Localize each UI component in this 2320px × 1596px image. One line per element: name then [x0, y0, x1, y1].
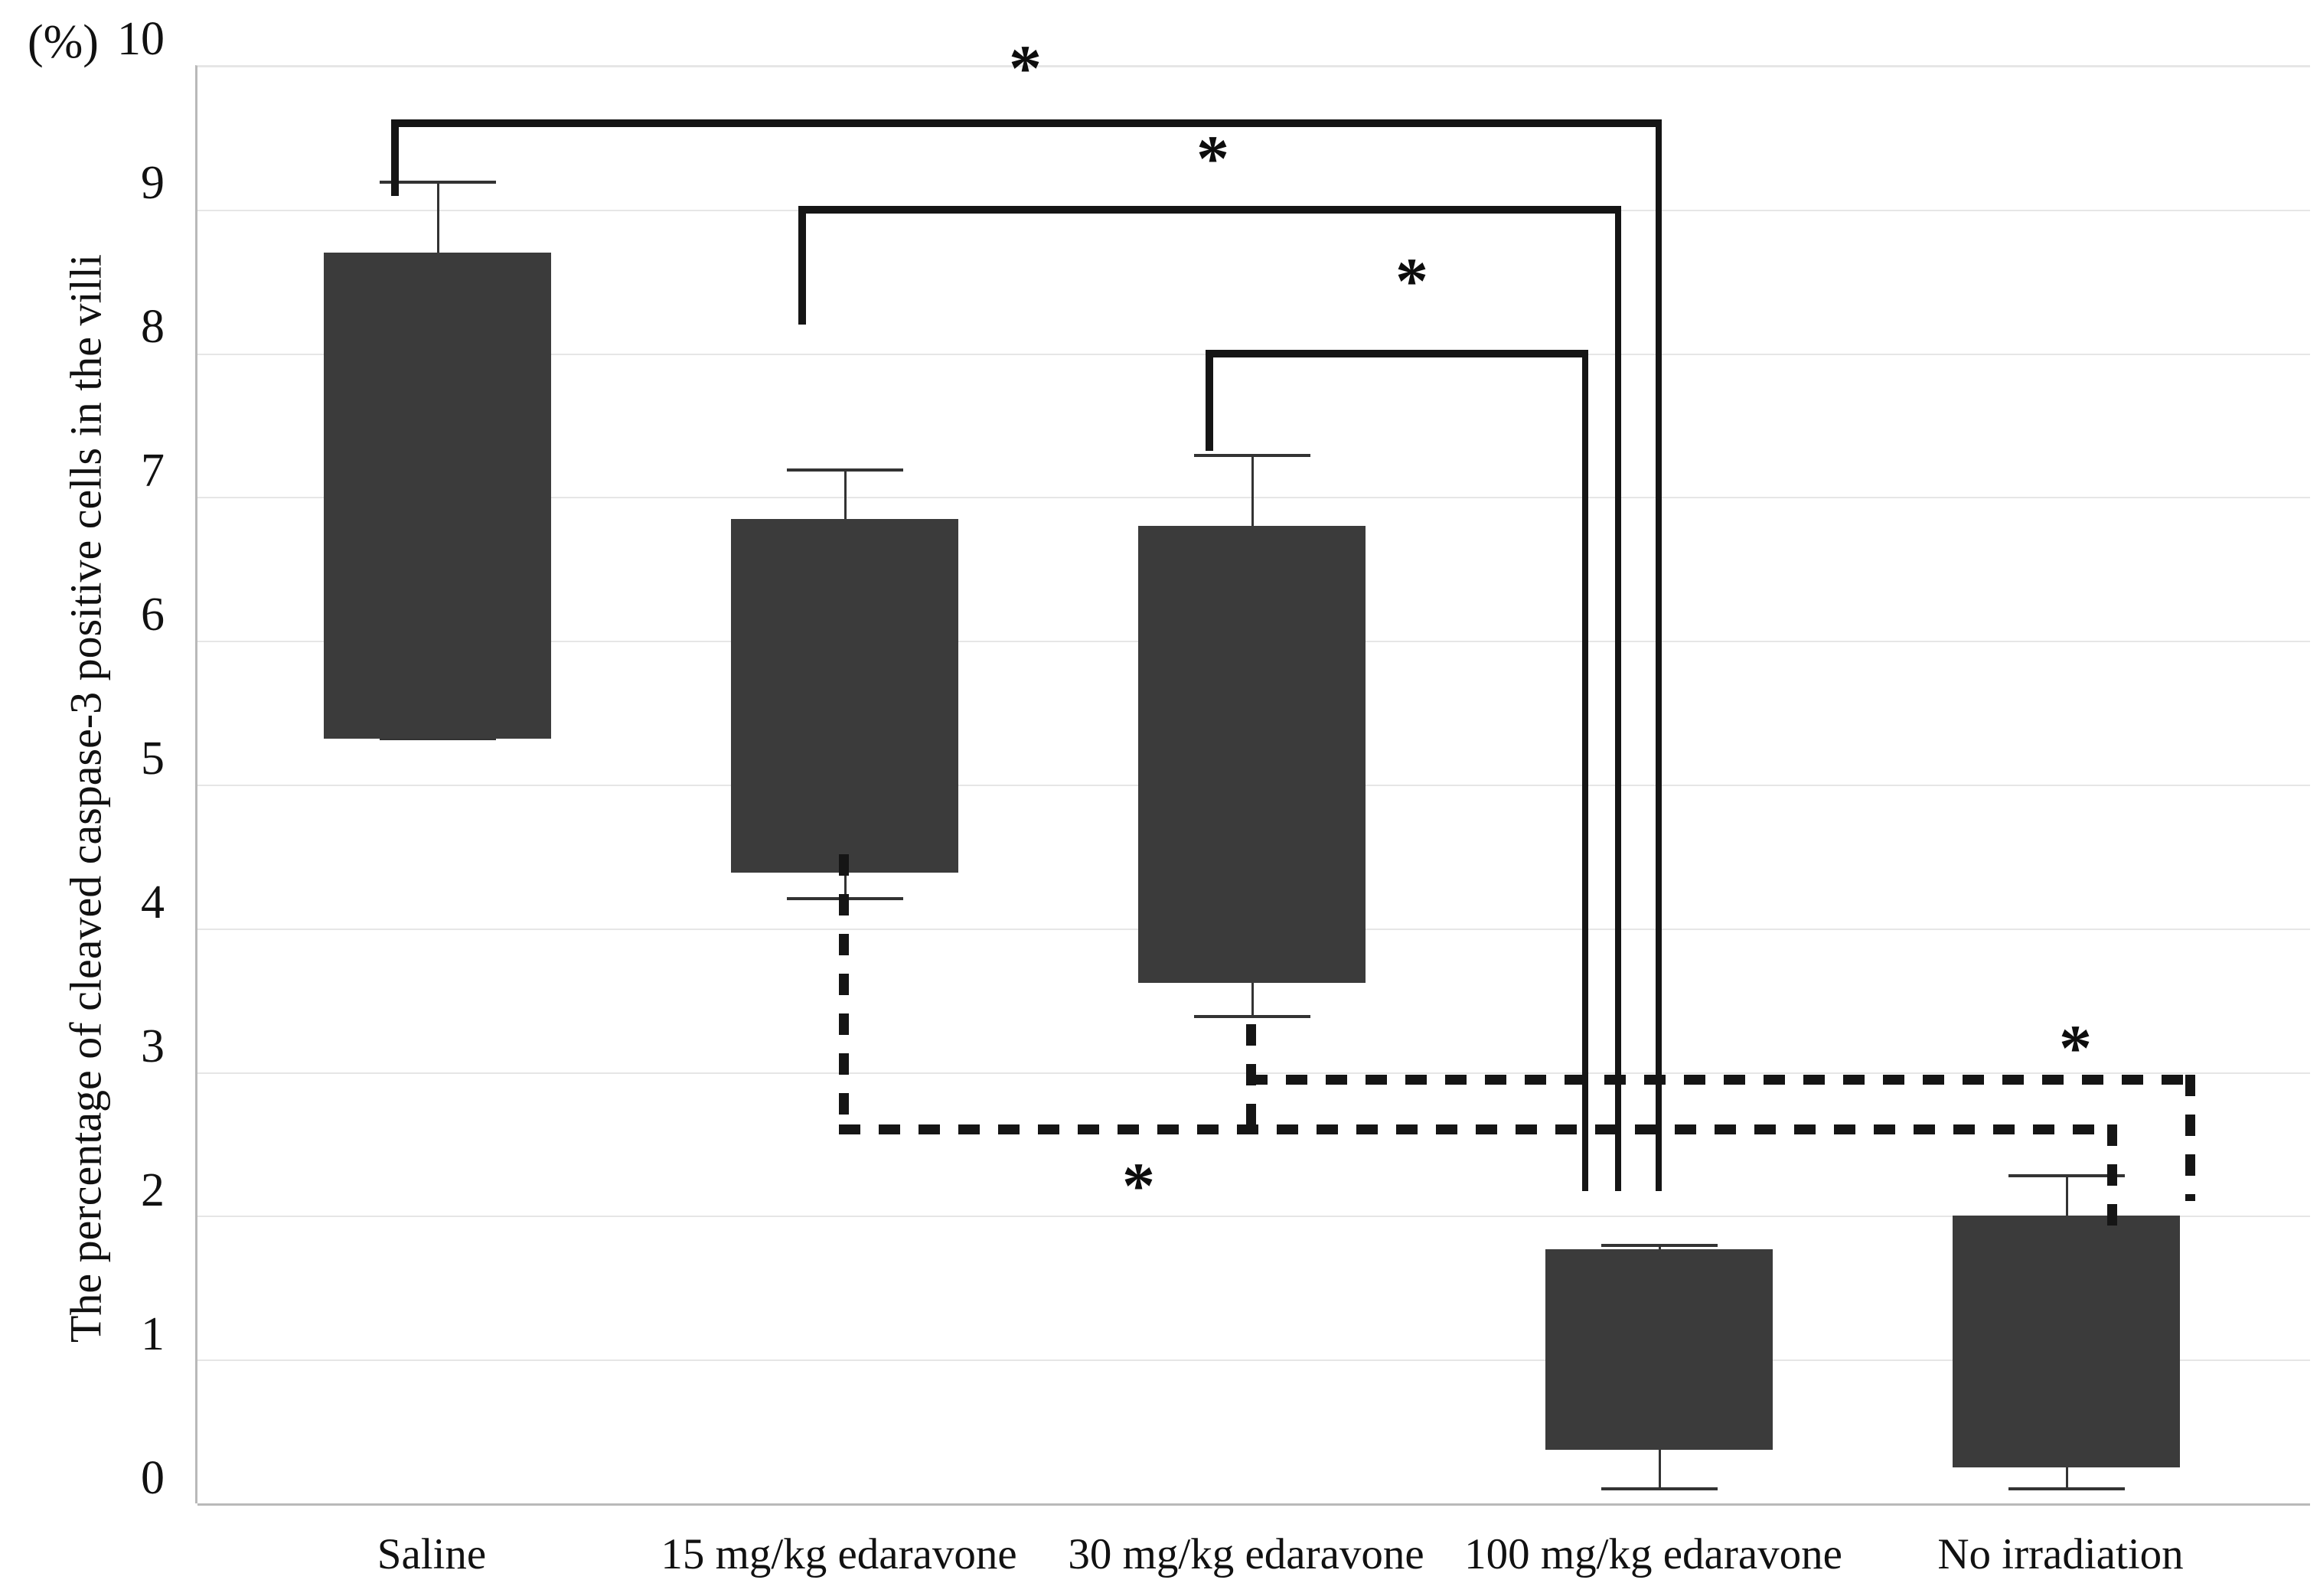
- significance-dashed-a-right-leg: [2107, 1124, 2117, 1232]
- x-tick-100mg: 100 mg/kg edaravone: [1464, 1530, 1842, 1578]
- error-cap-low-noirr: [2008, 1487, 2125, 1490]
- y-tick-4: 4: [141, 876, 165, 929]
- y-tick-5: 5: [141, 733, 165, 785]
- y-tick-3: 3: [141, 1020, 165, 1072]
- significance-asterisk-5: *: [2059, 1011, 2092, 1085]
- x-tick-no-irradiation: No irradiation: [1937, 1530, 2184, 1578]
- y-tick-1: 1: [141, 1308, 165, 1360]
- error-cap-high-15mg: [787, 468, 903, 472]
- error-cap-high-noirr: [2008, 1174, 2125, 1177]
- x-axis-line: [197, 1503, 2310, 1506]
- x-tick-saline: Saline: [377, 1530, 487, 1578]
- y-tick-9: 9: [141, 157, 165, 209]
- bar-saline[interactable]: [324, 253, 551, 739]
- significance-asterisk-2: *: [1196, 122, 1229, 195]
- x-tick-15mg: 15 mg/kg edaravone: [661, 1530, 1017, 1578]
- significance-bracket-3-top: [1206, 350, 1588, 357]
- error-cap-high-100mg: [1601, 1244, 1718, 1247]
- error-cap-high-saline: [380, 181, 496, 184]
- y-tick-7: 7: [141, 445, 165, 497]
- y-axis-title-holder: The percentage of cleaved caspase-3 posi…: [61, 0, 111, 1596]
- gridline-2: [197, 1216, 2310, 1217]
- significance-asterisk-3: *: [1395, 244, 1428, 318]
- y-axis-title: The percentage of cleaved caspase-3 posi…: [60, 253, 111, 1343]
- significance-bracket-2-top: [798, 206, 1621, 214]
- significance-bracket-2-right-leg: [1615, 206, 1621, 1191]
- y-tick-10: 10: [117, 13, 165, 65]
- plot-area: * * * * *: [195, 35, 2310, 1506]
- significance-bracket-3-left-leg: [1206, 350, 1213, 451]
- significance-dashed-b-top: [1246, 1075, 2195, 1085]
- significance-bracket-1-top: [391, 119, 1662, 127]
- error-cap-high-30mg: [1194, 454, 1310, 457]
- bar-15mg-edaravone[interactable]: [731, 519, 958, 873]
- error-cap-low-100mg: [1601, 1487, 1718, 1490]
- y-tick-2: 2: [141, 1164, 165, 1216]
- error-cap-low-saline: [380, 737, 496, 740]
- significance-dashed-b-right-leg: [2185, 1075, 2195, 1201]
- bar-no-irradiation[interactable]: [1953, 1216, 2180, 1467]
- significance-bracket-2-left-leg: [798, 206, 806, 325]
- significance-dashed-a-left-leg: [839, 854, 849, 1134]
- significance-bracket-3-right-leg: [1582, 350, 1588, 1191]
- significance-asterisk-1: *: [1009, 31, 1042, 105]
- significance-bracket-1-right-leg: [1656, 119, 1662, 1191]
- error-cap-low-30mg: [1194, 1015, 1310, 1018]
- gridline-1: [197, 1359, 2310, 1361]
- bar-100mg-edaravone[interactable]: [1545, 1249, 1773, 1450]
- y-tick-8: 8: [141, 301, 165, 353]
- significance-dashed-a-top: [839, 1124, 2117, 1134]
- bar-30mg-edaravone[interactable]: [1138, 526, 1366, 983]
- y-axis-unit-label: (%): [28, 16, 99, 68]
- significance-bracket-1-left-leg: [391, 119, 399, 196]
- gridline-7: [197, 497, 2310, 498]
- x-tick-30mg: 30 mg/kg edaravone: [1068, 1530, 1424, 1578]
- y-tick-0: 0: [141, 1452, 165, 1504]
- gridline-10: [197, 66, 2310, 67]
- y-tick-6: 6: [141, 589, 165, 641]
- significance-asterisk-4: *: [1122, 1149, 1155, 1222]
